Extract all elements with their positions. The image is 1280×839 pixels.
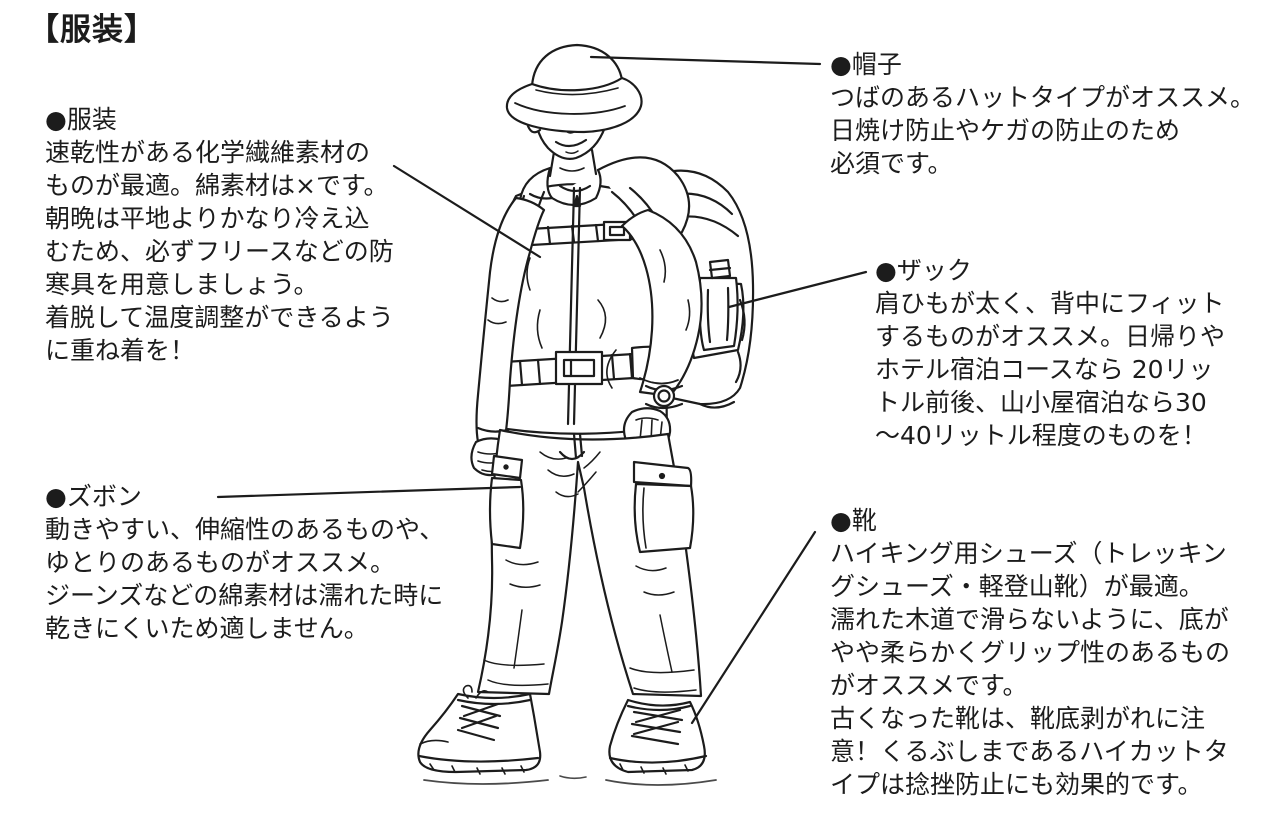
annotation-backpack-heading: ●ザック xyxy=(875,256,972,285)
annotation-pants: ●ズボン 動きやすい、伸縮性のあるものや、 ゆとりのあるものがオススメ。 ジーン… xyxy=(45,480,444,645)
annotation-outfit: ●服装 速乾性がある化学繊維素材の ものが最適。綿素材は×です。 朝晩は平地より… xyxy=(45,103,394,367)
watch-drawing xyxy=(644,384,684,410)
annotation-shoes-body: ハイキング用シューズ（トレッキン グシューズ・軽登山靴）が最適。 濡れた木道で滑… xyxy=(830,539,1231,799)
annotation-hat-heading: ●帽子 xyxy=(830,50,902,79)
annotation-hat: ●帽子 つばのあるハットタイプがオススメ。 日焼け防止やケガの防止のため 必須で… xyxy=(830,48,1255,180)
annotation-shoes: ●靴 ハイキング用シューズ（トレッキン グシューズ・軽登山靴）が最適。 濡れた木… xyxy=(830,504,1230,801)
annotation-outfit-heading: ●服装 xyxy=(45,105,117,134)
annotation-hat-body: つばのあるハットタイプがオススメ。 日焼け防止やケガの防止のため 必須です。 xyxy=(830,83,1256,178)
page-title: 【服装】 xyxy=(28,12,156,48)
annotation-pants-heading: ●ズボン xyxy=(45,482,142,511)
hiker-illustration xyxy=(395,35,845,825)
hiker-figure-svg xyxy=(417,43,755,786)
annotation-shoes-heading: ●靴 xyxy=(830,506,877,535)
annotation-outfit-body: 速乾性がある化学繊維素材の ものが最適。綿素材は×です。 朝晩は平地よりかなり冷… xyxy=(45,138,394,365)
annotation-backpack: ●ザック 肩ひもが太く、背中にフィット するものがオススメ。日帰りや ホテル宿泊… xyxy=(875,254,1225,452)
annotation-pants-body: 動きやすい、伸縮性のあるものや、 ゆとりのあるものがオススメ。 ジーンズなどの綿… xyxy=(45,515,445,643)
boots-drawing xyxy=(417,684,717,786)
pants-drawing xyxy=(476,428,703,698)
annotation-backpack-body: 肩ひもが太く、背中にフィット するものがオススメ。日帰りや ホテル宿泊コースなら… xyxy=(875,289,1226,450)
hat-drawing xyxy=(505,43,643,134)
